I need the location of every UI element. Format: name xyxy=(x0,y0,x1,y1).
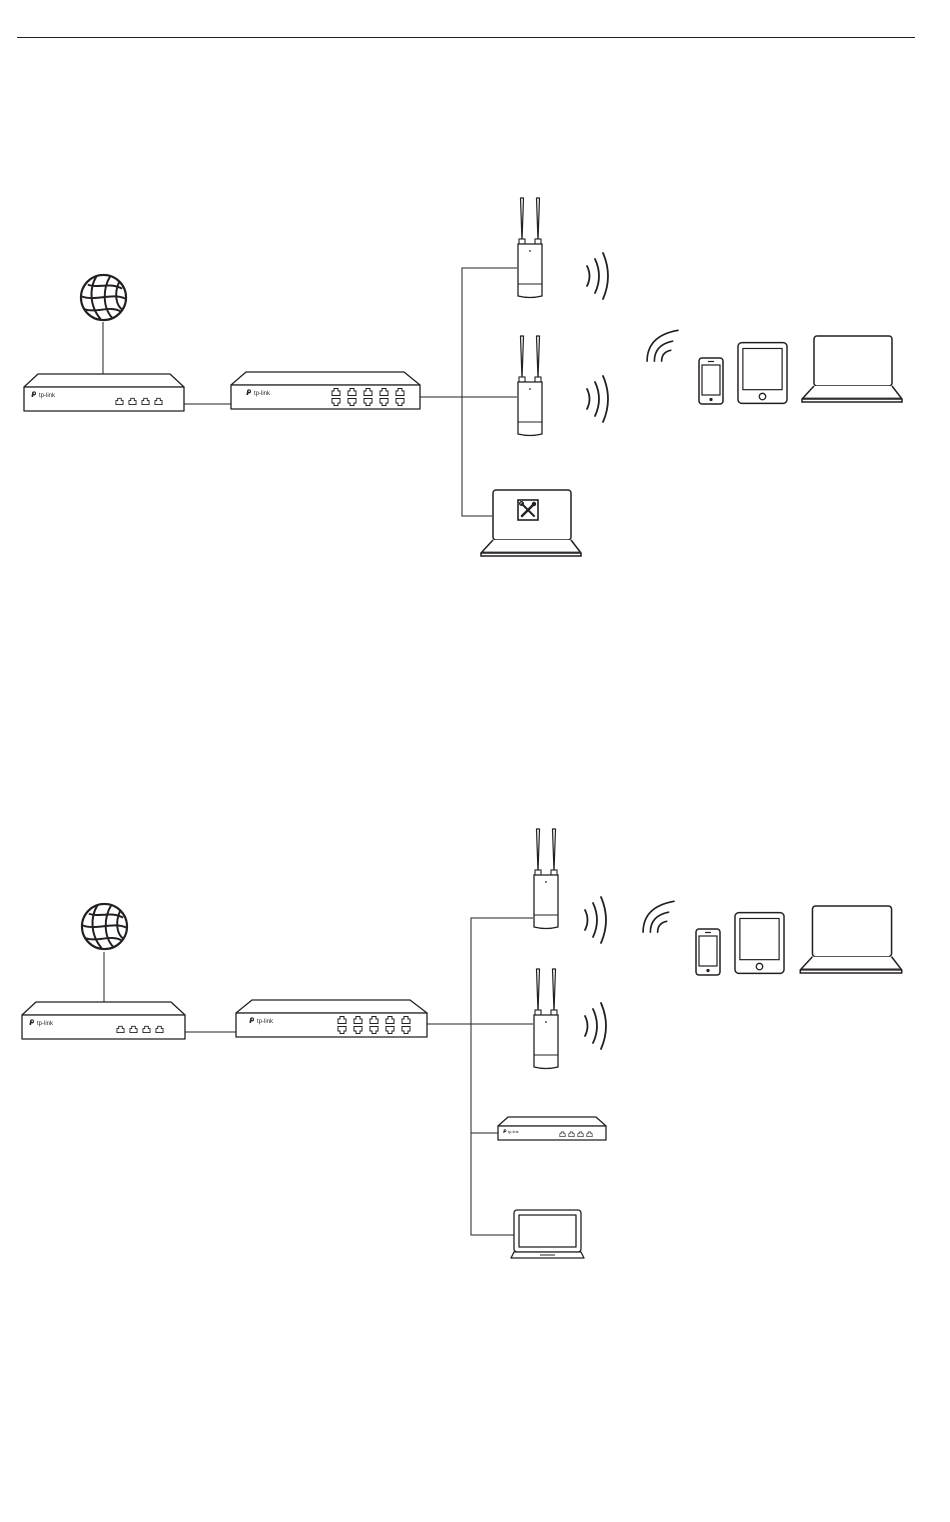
wifi-signal-icon xyxy=(587,253,608,299)
switch-brand-label: tp-link xyxy=(254,391,271,397)
wifi-signal-icon xyxy=(643,901,674,932)
wifi-signal-icon xyxy=(587,376,608,422)
switch-icon: tp-link xyxy=(231,372,420,409)
connection-lines xyxy=(104,918,533,1235)
wireless-clients-group xyxy=(643,901,902,975)
laptop-icon xyxy=(802,336,902,402)
access-point-icon xyxy=(534,969,558,1069)
wifi-signal-icon xyxy=(585,897,606,943)
phone-icon xyxy=(696,929,720,975)
wifi-signal-icon xyxy=(647,330,678,361)
router-brand-label: tp-link xyxy=(37,1021,54,1027)
laptop-icon xyxy=(800,906,901,973)
diagram-2: tp-link tp-link xyxy=(22,829,902,1258)
phone-icon xyxy=(699,358,723,404)
tablet-icon xyxy=(738,343,787,404)
globe-icon xyxy=(81,275,126,320)
globe-icon xyxy=(82,904,127,949)
laptop-icon xyxy=(511,1210,584,1258)
access-point-icon xyxy=(534,829,558,929)
router-icon: tp-link xyxy=(24,374,184,411)
access-point-icon xyxy=(518,198,542,298)
router-icon: tp-link xyxy=(22,1002,185,1039)
laptop-with-tools-icon xyxy=(481,490,581,556)
controller-brand-label: tp-link xyxy=(508,1129,519,1134)
diagram-1: tp-link tp-link xyxy=(24,198,902,556)
switch-icon: tp-link xyxy=(236,1000,427,1037)
wireless-clients-group xyxy=(647,330,902,404)
wifi-signal-icon xyxy=(585,1003,606,1049)
tablet-icon xyxy=(735,913,784,974)
hardware-controller-icon: tp-link xyxy=(498,1117,606,1140)
access-point-icon xyxy=(518,336,542,436)
switch-brand-label: tp-link xyxy=(257,1019,274,1025)
router-brand-label: tp-link xyxy=(39,393,56,399)
